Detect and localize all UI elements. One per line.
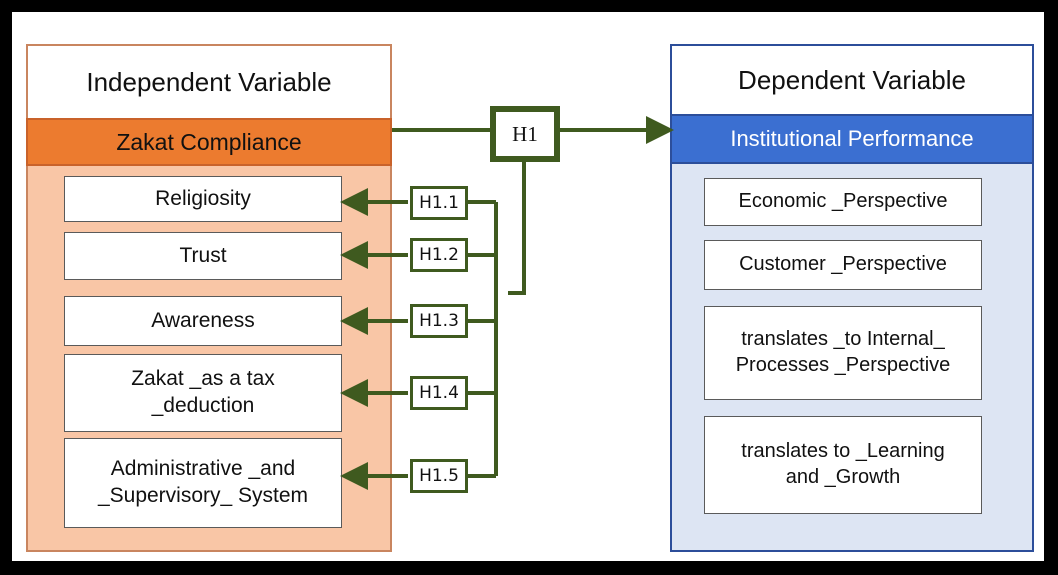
- internal-processes-label-line2: Processes _Perspective: [735, 354, 951, 376]
- h1-2-label-box: H1.2: [410, 238, 468, 272]
- religiosity-box: Religiosity: [64, 176, 342, 222]
- h1-1-label-box: H1.1: [410, 186, 468, 220]
- zakat-tax-deduction-label-line2: _deduction: [151, 394, 255, 417]
- customer-perspective-label: Customer _Perspective: [739, 253, 947, 276]
- economic-perspective-label: Economic _Perspective: [738, 190, 948, 213]
- trust-label: Trust: [179, 243, 227, 267]
- awareness-label: Awareness: [151, 308, 255, 332]
- internal-processes-label-line1: translates _to Internal_: [741, 328, 945, 351]
- administrative-supervisory-box: Administrative _and _Supervisory_ System: [64, 438, 342, 528]
- trust-box: Trust: [64, 232, 342, 280]
- h1-drop-connector: [508, 160, 526, 295]
- h1-3-label-box: H1.3: [410, 304, 468, 338]
- administrative-supervisory-label-line2: _Supervisory_ System: [97, 484, 309, 507]
- religiosity-label: Religiosity: [155, 186, 251, 210]
- zakat-tax-deduction-box: Zakat _as a tax _deduction: [64, 354, 342, 432]
- diagram-canvas: Independent Variable Zakat Compliance Re…: [12, 12, 1044, 561]
- connector-lines: [340, 116, 674, 490]
- economic-perspective-box: Economic _Perspective: [704, 178, 982, 226]
- dependent-variable-header: Dependent Variable: [670, 44, 1034, 116]
- institutional-performance-construct: Institutional Performance: [670, 114, 1034, 164]
- h1-5-label-box: H1.5: [410, 459, 468, 493]
- administrative-supervisory-label-line1: Administrative _and: [110, 457, 296, 481]
- internal-processes-perspective-box: translates _to Internal_ Processes _Pers…: [704, 306, 982, 400]
- h1-label-box: H1: [490, 106, 560, 162]
- h1-4-label-box: H1.4: [410, 376, 468, 410]
- zakat-compliance-construct: Zakat Compliance: [26, 118, 392, 166]
- learning-growth-label-line2: and _Growth: [785, 466, 901, 488]
- zakat-tax-deduction-label-line1: Zakat _as a tax: [131, 367, 275, 391]
- customer-perspective-box: Customer _Perspective: [704, 240, 982, 290]
- learning-growth-label-line1: translates to _Learning: [741, 440, 945, 463]
- learning-growth-perspective-box: translates to _Learning and _Growth: [704, 416, 982, 514]
- independent-variable-header: Independent Variable: [26, 44, 392, 120]
- awareness-box: Awareness: [64, 296, 342, 346]
